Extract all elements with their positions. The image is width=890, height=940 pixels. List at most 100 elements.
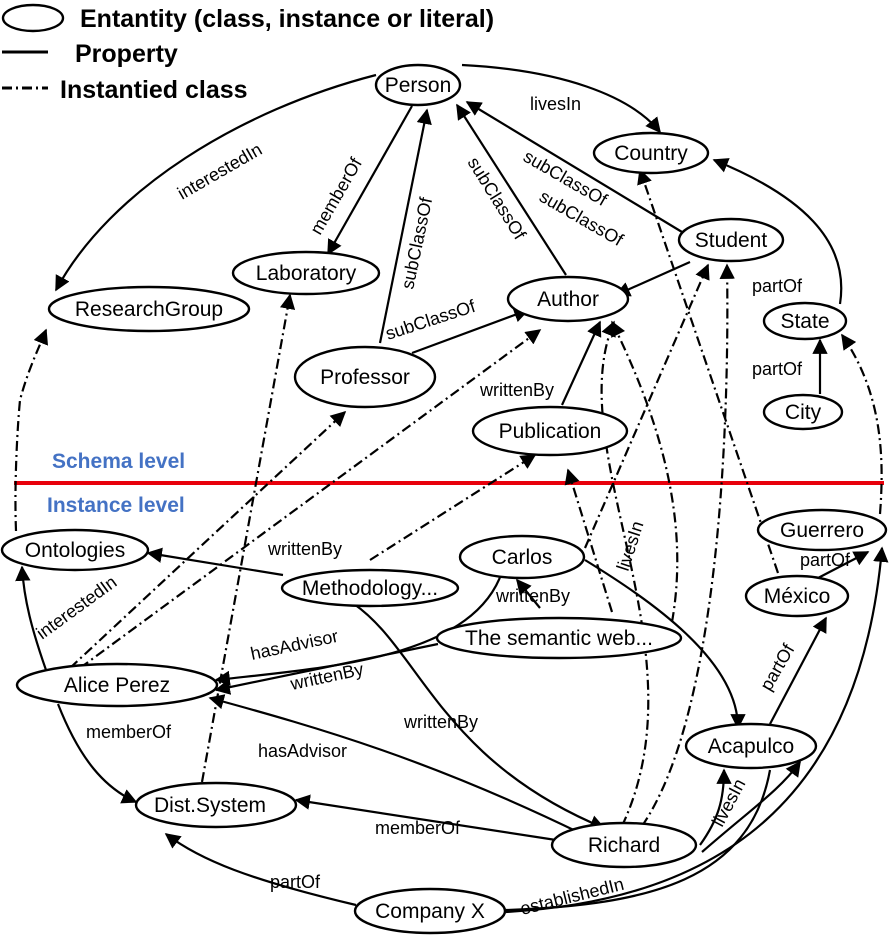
node-laboratory-label: Laboratory	[256, 262, 357, 285]
node-state-shape	[762, 301, 848, 341]
node-student-shape	[677, 217, 785, 263]
edge-richard-alice	[208, 694, 583, 835]
edge-label: memberOf	[86, 722, 172, 742]
edge-richard-author2	[600, 320, 650, 827]
edge-alice-author	[79, 329, 542, 669]
edge-mexico-country	[637, 168, 780, 574]
edge-label: interestedIn	[33, 572, 121, 643]
node-carlos-shape	[458, 534, 586, 580]
node-semanticweb-shape	[435, 616, 683, 660]
edge-label: memberOf	[375, 818, 461, 838]
edge-alice-professor	[69, 410, 347, 669]
edge-label: partOf	[752, 276, 803, 296]
node-acapulco: Acapulco	[684, 722, 818, 770]
node-aliceperez-shape	[15, 662, 219, 708]
nodes: Person Country Student Laboratory Author…	[0, 63, 888, 935]
edge-companyx-guerrero	[505, 546, 889, 914]
edge-semanticweb-publication	[564, 468, 614, 613]
edge-acapulco-mexico	[769, 616, 827, 725]
edge-label: writtenBy	[267, 539, 342, 559]
edge-label: subClassOf	[383, 296, 479, 344]
node-author-shape	[506, 275, 630, 323]
node-person-shape	[374, 63, 462, 107]
node-person: Person	[374, 63, 462, 107]
node-carlos: Carlos	[458, 534, 586, 580]
node-state: State	[762, 301, 848, 341]
node-city-label: City	[785, 401, 822, 424]
level-divider-group: Schema level Instance level	[14, 450, 884, 517]
node-richard-shape	[550, 821, 698, 869]
node-richard-label: Richard	[588, 834, 660, 857]
legend-property-label: Property	[75, 40, 178, 68]
node-researchgroup-label: ResearchGroup	[75, 298, 223, 321]
node-aliceperez: Alice Perez	[15, 662, 219, 708]
node-student-label: Student	[695, 229, 768, 252]
edge-label: writtenBy	[495, 586, 570, 606]
edge-publication-author	[560, 320, 602, 406]
edge-label: interestedIn	[174, 139, 265, 203]
edge-label: hasAdvisor	[249, 626, 340, 664]
node-person-label: Person	[385, 74, 452, 97]
node-researchgroup: ResearchGroup	[47, 285, 251, 333]
node-city-shape	[762, 393, 844, 431]
edge-methodology-richard	[353, 603, 606, 830]
node-companyx-shape	[353, 887, 507, 935]
node-acapulco-shape	[684, 722, 818, 770]
edge-label: partOf	[752, 359, 803, 379]
node-companyx: Company X	[353, 887, 507, 935]
edge-richard-acapulco	[699, 768, 732, 846]
node-author: Author	[506, 275, 630, 323]
edge-label: partOf	[270, 872, 321, 892]
edge-alice-distsystem	[56, 703, 138, 804]
edge-professor-author	[411, 307, 530, 355]
edge-label: writtenBy	[403, 712, 478, 732]
edge-semanticweb-carlos	[516, 578, 541, 609]
legend-instantiated-label: Instantied class	[60, 76, 248, 104]
node-distsystem-shape	[134, 781, 298, 829]
node-author-label: Author	[537, 288, 599, 311]
node-country-label: Country	[614, 142, 688, 165]
node-publication-shape	[471, 405, 629, 457]
edge-label: writtenBy	[479, 380, 554, 400]
edge-professor-person	[378, 108, 432, 344]
node-publication: Publication	[471, 405, 629, 457]
edge-richard-distsystem	[294, 794, 557, 842]
node-methodology-label: Methodology...	[302, 577, 438, 600]
node-methodology-shape	[280, 568, 460, 608]
node-ontologies-shape	[0, 528, 150, 572]
edge-carlos-student	[583, 263, 710, 549]
node-carlos-label: Carlos	[492, 546, 553, 569]
node-distsystem: Dist.System	[134, 781, 298, 829]
node-mexico: México	[744, 574, 850, 618]
node-ontologies: Ontologies	[0, 528, 150, 572]
node-aliceperez-label: Alice Perez	[64, 674, 170, 697]
edge-mexico-guerrero	[817, 551, 870, 579]
node-student: Student	[677, 217, 785, 263]
node-companyx-label: Company X	[375, 900, 485, 923]
legend: Entantity (class, instance or literal) P…	[1, 3, 494, 104]
node-guerrero-shape	[756, 508, 888, 552]
node-ontologies-label: Ontologies	[25, 539, 125, 562]
edge-carlos-acapulco	[584, 559, 746, 730]
edge-person-country	[461, 63, 661, 134]
node-distsystem-label: Dist.System	[154, 794, 266, 817]
schema-level-label: Schema level	[52, 450, 185, 473]
edge-label: subClassOf	[397, 195, 436, 291]
legend-entity-symbol	[1, 3, 65, 33]
edge-label: partOf	[800, 550, 851, 570]
edge-companyx-distsystem	[164, 833, 357, 907]
node-methodology: Methodology...	[280, 568, 460, 608]
node-guerrero-label: Guerrero	[780, 519, 864, 542]
edge-label: establishedIn	[518, 874, 626, 919]
edge-student-person	[465, 101, 683, 233]
edge-label: writtenBy	[288, 659, 366, 694]
node-country-shape	[592, 131, 710, 175]
edge-label: livesIn	[708, 775, 750, 829]
node-city: City	[762, 393, 844, 431]
edge-semanticweb-author	[611, 320, 679, 623]
edge-label: partOf	[756, 640, 799, 694]
node-mexico-label: México	[764, 585, 831, 608]
edge-label: livesIn	[530, 94, 581, 114]
legend-entity-label: Entantity (class, instance or literal)	[80, 5, 494, 33]
